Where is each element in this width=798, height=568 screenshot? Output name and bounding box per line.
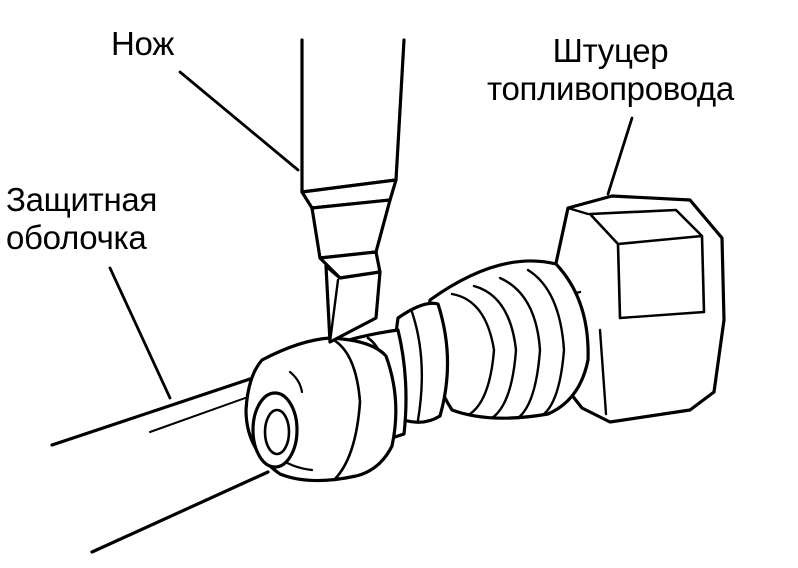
fitting-ridge-4 bbox=[528, 270, 564, 414]
fitting-ridge-1 bbox=[452, 294, 494, 414]
sheath-label: Защитная оболочка bbox=[6, 181, 157, 257]
fitting-label-line-2: топливопровода bbox=[487, 69, 734, 107]
leader-fitting bbox=[608, 118, 632, 194]
fitting-label: Штуцер топливопровода bbox=[487, 32, 734, 108]
hose-top-edge bbox=[52, 373, 268, 445]
fuel-hose bbox=[52, 373, 268, 552]
knife-shank bbox=[312, 200, 390, 258]
hose-body bbox=[52, 373, 268, 552]
fitting-nut-face bbox=[590, 210, 704, 318]
fitting-neck-ring bbox=[412, 312, 422, 420]
leader-sheath bbox=[110, 268, 170, 398]
hose-mouth-inner bbox=[265, 410, 289, 454]
knife-blade bbox=[326, 266, 380, 342]
fuel-line-fitting bbox=[395, 196, 724, 422]
knife-label: Нож bbox=[111, 25, 174, 62]
fitting-label-line-1: Штуцер bbox=[552, 32, 669, 69]
leader-lines bbox=[110, 72, 632, 398]
sheath-collar-edge bbox=[330, 338, 360, 480]
hose-inner-line bbox=[150, 392, 262, 432]
fitting-ridge-3 bbox=[500, 278, 540, 418]
sheath-label-line-2: оболочка bbox=[6, 218, 147, 256]
knife bbox=[302, 40, 404, 342]
sheath-label-line-1: Защитная bbox=[6, 181, 158, 218]
knife-shaft bbox=[302, 40, 404, 192]
leader-knife bbox=[180, 72, 298, 170]
hose-mouth bbox=[253, 393, 297, 467]
fitting-ridge-2 bbox=[474, 286, 516, 418]
knife-edge-line bbox=[330, 280, 338, 342]
hose-bottom-edge bbox=[92, 472, 268, 552]
